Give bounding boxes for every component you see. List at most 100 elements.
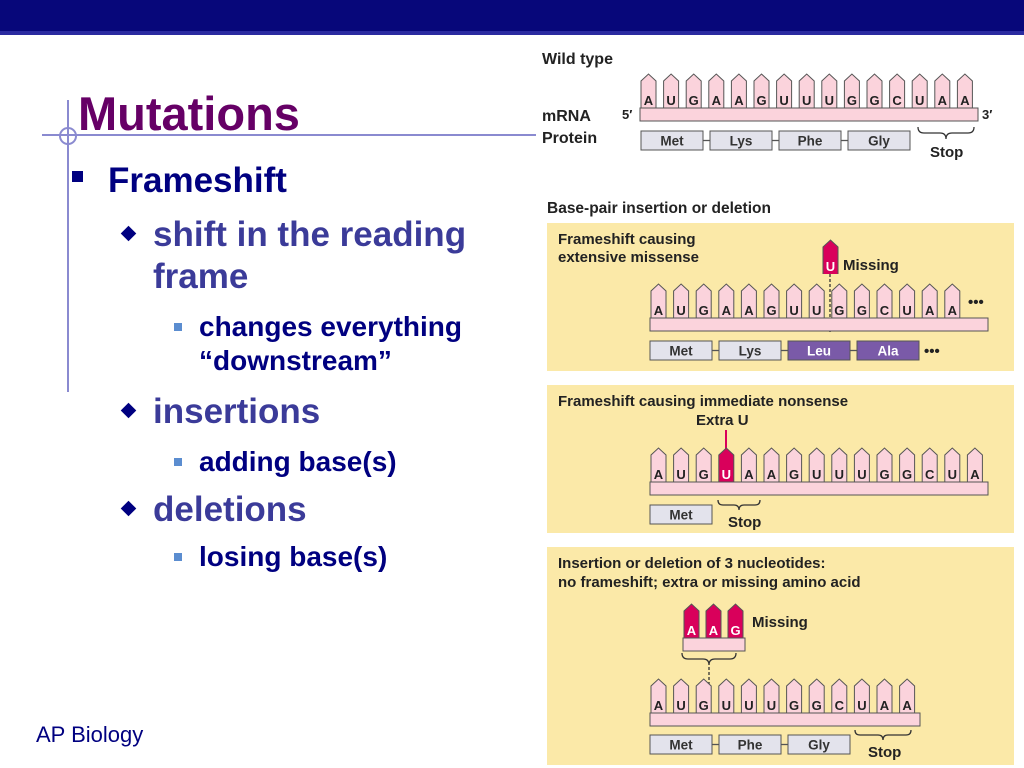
three-prime-label: 3′ [982, 107, 992, 122]
mis-base-4-shape [740, 283, 757, 318]
missense-protein-ellipsis: ••• [924, 343, 940, 360]
bullet-shift-text: shift in the reading [153, 215, 467, 254]
mis-base-5-shape [763, 283, 780, 318]
mis-base-11: U [902, 303, 911, 318]
tri-amino-2: Gly [808, 738, 830, 753]
wt-base-1: U [666, 93, 675, 108]
mis-base-8-shape [831, 283, 848, 318]
non-base-11: G [902, 467, 912, 482]
non-base-2: G [699, 467, 709, 482]
mis-base-2: G [699, 303, 709, 318]
mis-amino-3: Ala [877, 344, 899, 359]
mis-base-6-shape [786, 283, 803, 318]
tri-base-5-shape [763, 678, 780, 713]
missense-heading-line2: extensive missense [558, 249, 699, 266]
tri-base-3: U [722, 698, 731, 713]
mis-base-0-shape [650, 283, 667, 318]
tri-base-2: G [699, 698, 709, 713]
five-prime-label: 5′ [622, 107, 632, 122]
wt-amino-3: Gly [868, 134, 890, 149]
wt-base-2: G [689, 93, 699, 108]
wt-base-2-shape [685, 73, 702, 108]
mis-base-1-shape [673, 283, 690, 318]
tri-missing-base-2: G [730, 623, 740, 638]
nonsense-mrna-backbone [649, 481, 989, 496]
bullet-frameshift-text: Frameshift [108, 161, 287, 200]
wt-base-13: A [938, 93, 948, 108]
missense-missing-base-shape [822, 239, 839, 274]
tri-base-3-shape [718, 678, 735, 713]
tri-missing-base-1: A [709, 623, 719, 638]
non-base-5-shape [763, 447, 780, 482]
tri-base-0: A [654, 698, 664, 713]
wt-base-12-shape [911, 73, 928, 108]
non-base-11-shape [899, 447, 916, 482]
mis-base-11-shape [899, 283, 916, 318]
wt-base-9: G [847, 93, 857, 108]
tri-amino-2-box [787, 734, 851, 755]
tri-base-10-shape [876, 678, 893, 713]
nonsense-stop-label: Stop [728, 514, 761, 531]
missense-mrna-ellipsis: ••• [968, 294, 984, 311]
tri-base-7-shape [808, 678, 825, 713]
mis-base-7-shape [808, 283, 825, 318]
non-base-14: A [970, 467, 980, 482]
wt-base-11: C [892, 93, 902, 108]
wt-mrna-backbone [639, 107, 979, 122]
missense-heading-line1: Frameshift causing [558, 231, 696, 248]
non-base-2-shape [695, 447, 712, 482]
tri-missing-base-0-shape [683, 603, 700, 638]
wt-base-4-shape [730, 73, 747, 108]
triplet-missing-backbone [682, 637, 746, 652]
wt-base-9-shape [843, 73, 860, 108]
non-base-10-shape [876, 447, 893, 482]
mis-base-12: A [925, 303, 935, 318]
bullet-changes-everything: changes everything “downstream” [174, 310, 462, 378]
wt-base-0: A [644, 93, 654, 108]
non-base-13: U [948, 467, 957, 482]
bullet-changes-text-cont: “downstream” [199, 345, 392, 376]
non-base-0-shape [650, 447, 667, 482]
bullet-losing-bases: losing base(s) [174, 540, 387, 574]
wt-base-7: U [802, 93, 811, 108]
tri-missing-base-2-shape [727, 603, 744, 638]
wt-base-8: U [825, 93, 834, 108]
triplet-stop-label: Stop [868, 744, 901, 761]
nonsense-stop-brace [717, 499, 761, 511]
nonsense-heading: Frameshift causing immediate nonsense [558, 393, 848, 410]
mis-base-13: A [948, 303, 958, 318]
non-base-10: G [879, 467, 889, 482]
wt-base-6-shape [776, 73, 793, 108]
non-base-8: U [835, 467, 844, 482]
footer-label: AP Biology [36, 722, 144, 747]
wt-base-8-shape [821, 73, 838, 108]
tri-base-11-shape [899, 678, 916, 713]
missense-missing-base: U [826, 259, 835, 274]
mis-base-2-shape [695, 283, 712, 318]
bullet-shift-reading-frame: shift in the reading frame [120, 214, 467, 298]
non-base-9: U [857, 467, 866, 482]
tri-base-11: A [902, 698, 912, 713]
non-amino-0-box [649, 504, 713, 525]
tri-base-7: G [812, 698, 822, 713]
mis-base-1: U [676, 303, 685, 318]
non-base-6-shape [786, 447, 803, 482]
non-base-6: G [789, 467, 799, 482]
panel-triplet [547, 547, 1014, 765]
bullet-shift-text-cont: frame [153, 257, 249, 296]
decor-crosshair-circle [59, 127, 77, 145]
wt-base-11-shape [889, 73, 906, 108]
wt-amino-1: Lys [730, 134, 753, 149]
wt-amino-0: Met [660, 134, 684, 149]
non-base-1: U [676, 467, 685, 482]
tri-base-2-shape [695, 678, 712, 713]
tri-base-4-shape [740, 678, 757, 713]
wt-base-3: A [712, 93, 722, 108]
non-base-3-shape [718, 447, 735, 482]
wt-amino-3-box [847, 130, 911, 151]
wt-base-10-shape [866, 73, 883, 108]
bullet-changes-text: changes everything [199, 311, 462, 342]
wt-base-14-shape [956, 73, 973, 108]
non-base-0: A [654, 467, 664, 482]
non-base-1-shape [673, 447, 690, 482]
